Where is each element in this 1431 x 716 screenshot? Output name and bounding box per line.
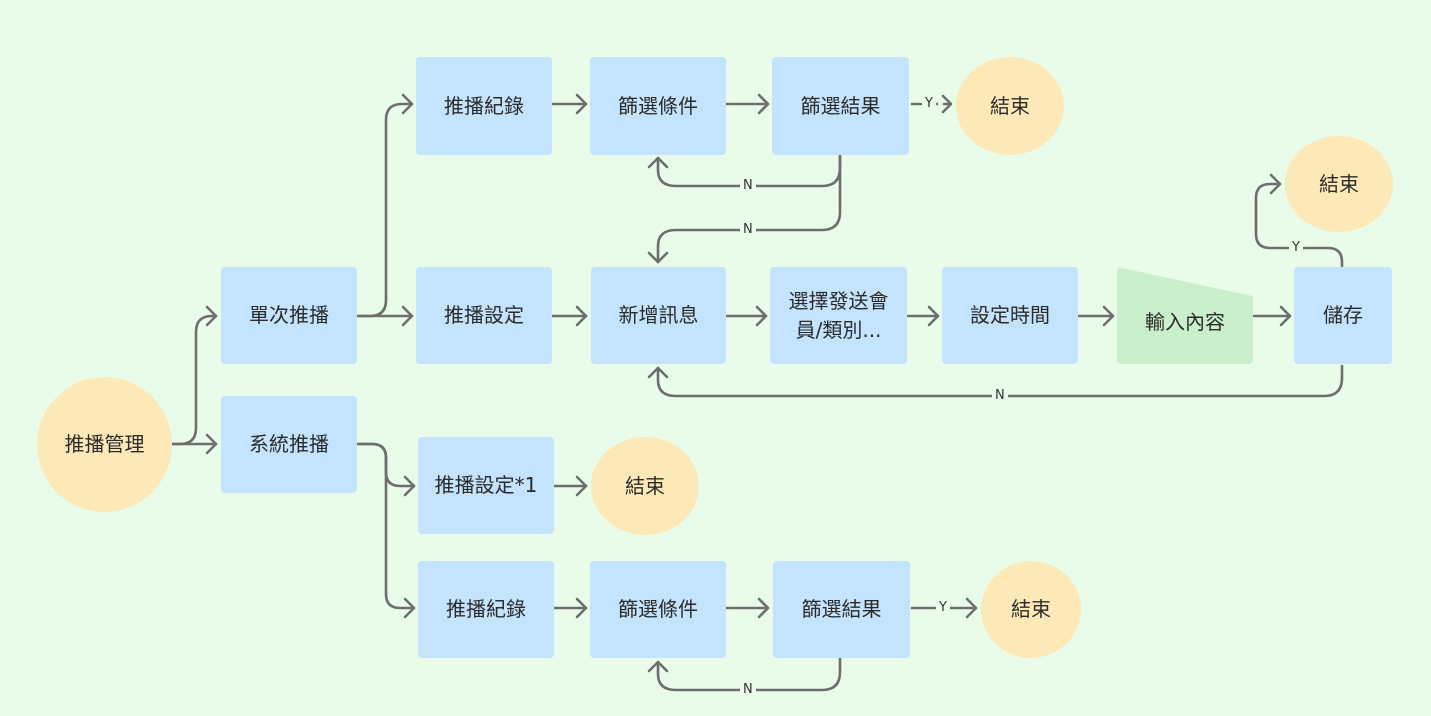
node-label: 結束 bbox=[1011, 597, 1051, 621]
node-label: 儲存 bbox=[1323, 303, 1363, 327]
node-label: 選擇發送會員/類別... bbox=[788, 288, 889, 342]
arrowhead bbox=[755, 305, 768, 327]
node-label: 推播設定*1 bbox=[434, 473, 538, 497]
node-push-record-bottom: 推播紀錄 bbox=[418, 561, 554, 658]
arrowhead bbox=[403, 597, 416, 619]
node-label: 結束 bbox=[625, 473, 665, 498]
node-label: 推播紀錄 bbox=[446, 597, 526, 621]
arrowhead bbox=[941, 94, 953, 114]
edge-system-to-record bbox=[356, 442, 416, 610]
arrowhead bbox=[403, 475, 416, 497]
arrowhead bbox=[647, 660, 669, 673]
arrowhead bbox=[757, 93, 770, 115]
node-system-push: 系統推播 bbox=[221, 396, 357, 493]
node-label: 結束 bbox=[990, 93, 1030, 118]
node-label: 設定時間 bbox=[970, 303, 1050, 327]
node-label: 單次推播 bbox=[249, 303, 329, 327]
node-label: 推播紀錄 bbox=[444, 93, 524, 118]
edge-label-yes: Y bbox=[922, 97, 936, 111]
node-filter-result-bottom: 篩選結果 bbox=[773, 561, 910, 658]
arrowhead bbox=[205, 433, 218, 455]
arrowhead bbox=[1102, 305, 1115, 327]
arrowhead bbox=[647, 251, 669, 264]
node-label: 篩選條件 bbox=[618, 597, 698, 621]
node-push-record-top: 推播紀錄 bbox=[416, 57, 552, 155]
arrowhead bbox=[575, 475, 588, 497]
node-filter-result-top: 篩選結果 bbox=[772, 57, 909, 155]
edge-label-no: N bbox=[740, 223, 756, 237]
node-end-bottom: 結束 bbox=[981, 561, 1081, 658]
arrowhead bbox=[575, 597, 588, 619]
node-filter-condition-bottom: 篩選條件 bbox=[590, 561, 726, 658]
node-label: 推播設定 bbox=[444, 303, 524, 327]
edge-mgmt-to-single bbox=[170, 314, 218, 446]
node-label: 篩選條件 bbox=[618, 93, 698, 118]
arrowhead bbox=[575, 305, 588, 327]
node-end-mid: 結束 bbox=[591, 437, 699, 535]
node-end-top: 結束 bbox=[956, 57, 1064, 155]
node-label: 新增訊息 bbox=[618, 303, 699, 327]
arrowhead bbox=[205, 305, 218, 327]
arrowhead bbox=[757, 597, 770, 619]
node-single-push: 單次推播 bbox=[221, 267, 357, 364]
node-new-message: 新增訊息 bbox=[591, 267, 726, 364]
arrowhead bbox=[401, 305, 414, 327]
arrowhead bbox=[401, 93, 414, 115]
node-save: 儲存 bbox=[1294, 267, 1392, 364]
edge-single-to-record bbox=[356, 102, 414, 318]
edge-label-yes: Y bbox=[1289, 241, 1303, 255]
edge-result-no-to-new bbox=[656, 154, 842, 264]
arrowhead bbox=[927, 305, 940, 327]
arrowhead bbox=[965, 597, 978, 619]
edge-label-yes: Y bbox=[936, 601, 950, 615]
node-label: 推播管理 bbox=[64, 432, 145, 456]
edge-label-no: N bbox=[740, 179, 756, 193]
arrowhead bbox=[1279, 305, 1292, 327]
arrowhead bbox=[647, 366, 669, 379]
node-label: 系統推播 bbox=[249, 432, 329, 456]
node-push-setting: 推播設定 bbox=[416, 267, 552, 364]
node-filter-condition-top: 篩選條件 bbox=[590, 57, 726, 155]
arrowhead bbox=[647, 156, 669, 169]
arrowhead bbox=[1269, 173, 1282, 195]
edge-label-no: N bbox=[992, 389, 1008, 403]
edge-save-yes-to-end bbox=[1254, 182, 1344, 268]
node-push-management: 推播管理 bbox=[37, 377, 172, 512]
node-label: 篩選結果 bbox=[800, 93, 881, 118]
node-label: 結束 bbox=[1319, 171, 1359, 196]
node-label: 輸入內容 bbox=[1145, 310, 1225, 334]
node-push-setting-1: 推播設定*1 bbox=[418, 437, 554, 534]
arrowhead bbox=[575, 93, 588, 115]
node-set-time: 設定時間 bbox=[942, 267, 1078, 364]
edge-label-no: N bbox=[740, 683, 756, 697]
node-label: 篩選結果 bbox=[801, 597, 882, 621]
node-select-members: 選擇發送會員/類別... bbox=[770, 267, 907, 364]
node-end-after-save: 結束 bbox=[1285, 136, 1393, 232]
